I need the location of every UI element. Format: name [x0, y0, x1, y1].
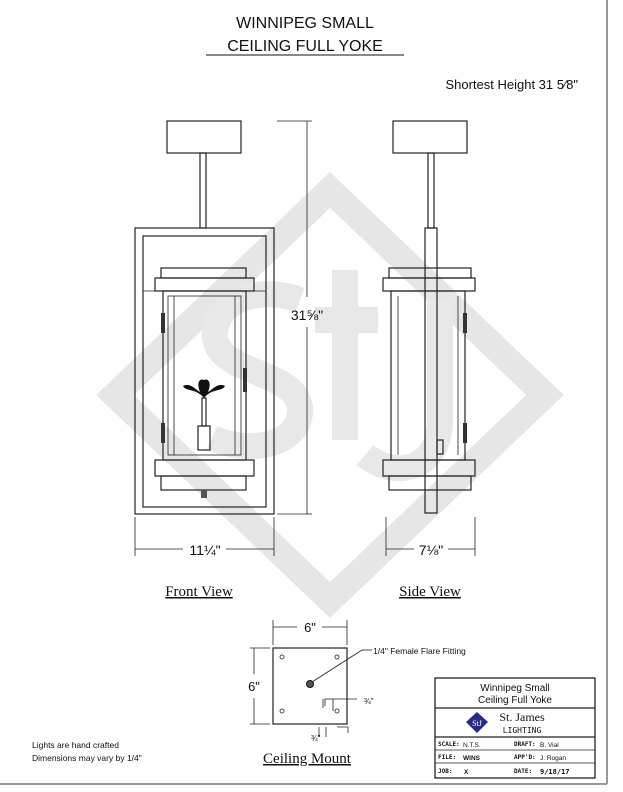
svg-text:X: X [464, 769, 469, 776]
shortest-height-note: Shortest Height 31 5⁄8" [445, 77, 578, 92]
svg-text:LIGHTING: LIGHTING [503, 726, 542, 735]
svg-text:31⅝": 31⅝" [291, 307, 323, 323]
note-hand-crafted: Lights are hand crafted [32, 740, 119, 750]
svg-text:N.T.S.: N.T.S. [463, 742, 481, 749]
mount-height-dimension: 6" [248, 647, 270, 725]
front-width-dimension: 11¼" [134, 517, 275, 558]
offset-bottom-dim: ¾" [311, 734, 321, 743]
fitting-callout: 1/4" Female Flare Fitting [373, 646, 466, 656]
svg-text:B. Vial: B. Vial [540, 742, 559, 749]
svg-text:11¼": 11¼" [189, 542, 220, 558]
note-dimensions: Dimensions may vary by 1/4" [32, 753, 142, 763]
watermark-logo [96, 172, 564, 618]
front-view-drawing [134, 120, 275, 515]
svg-text:7⅛": 7⅛" [419, 542, 443, 558]
title-block: Winnipeg Small Ceiling Full Yoke StJ St.… [434, 677, 596, 779]
svg-text:JOB:: JOB: [438, 768, 452, 775]
svg-text:DRAFT:: DRAFT: [514, 741, 536, 748]
side-view-label: Side View [399, 584, 461, 600]
svg-text:FILE:: FILE: [438, 754, 456, 761]
side-view-drawing [382, 120, 476, 514]
svg-text:DATE:: DATE: [514, 768, 532, 775]
ceiling-mount-label: Ceiling Mount [263, 751, 352, 767]
svg-text:Ceiling Full Yoke: Ceiling Full Yoke [478, 695, 552, 706]
svg-text:St. James: St. James [499, 710, 545, 724]
mount-width-dimension: 6" [272, 620, 348, 645]
svg-text:9/18/17: 9/18/17 [540, 768, 570, 776]
st-james-logo-icon: StJ [466, 712, 488, 733]
ceiling-mount-drawing [272, 647, 372, 737]
svg-text:J. Rogan: J. Rogan [540, 755, 566, 762]
front-height-dimension: 31⅝" [277, 120, 323, 515]
svg-text:6": 6" [248, 679, 260, 694]
flame-icon [183, 379, 225, 398]
offset-right-dim: ¾" [364, 697, 374, 706]
front-view-label: Front View [165, 584, 233, 600]
side-width-dimension: 7⅛" [385, 517, 476, 558]
svg-text:APP'D:: APP'D: [514, 754, 536, 761]
svg-text:SCALE:: SCALE: [438, 741, 460, 748]
svg-text:6": 6" [304, 620, 316, 635]
title-line1: WINNIPEG SMALL [236, 15, 374, 32]
title-line2: CEILING FULL YOKE [227, 38, 383, 55]
svg-text:WINS: WINS [463, 755, 481, 762]
svg-text:StJ: StJ [472, 719, 482, 728]
svg-text:Winnipeg Small: Winnipeg Small [480, 683, 549, 694]
